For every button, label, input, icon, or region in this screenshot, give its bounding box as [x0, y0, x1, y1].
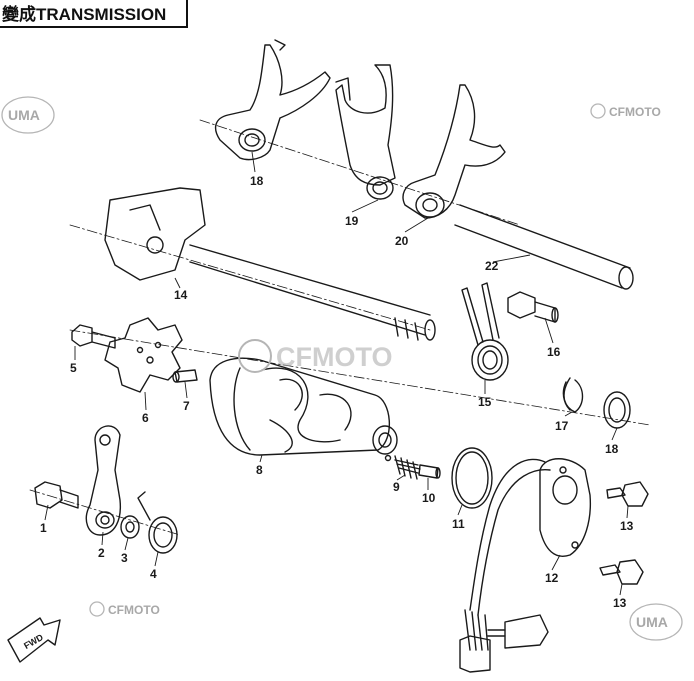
callout-12: 12 [545, 571, 559, 585]
fwd-arrow-icon [7, 617, 61, 663]
bolt-1 [34, 481, 79, 509]
callout-10: 10 [422, 491, 436, 505]
bolt-5 [71, 324, 116, 349]
callout-18: 18 [605, 442, 619, 456]
drum-axis-line [69, 329, 651, 426]
callout-17: 17 [555, 419, 569, 433]
callout-21: 20 [395, 234, 409, 248]
callout-8: 8 [256, 463, 263, 477]
callout-numbers: 18 19 20 22 14 15 16 17 18 5 6 7 8 9 10 … [40, 174, 634, 610]
o-ring-11 [451, 447, 493, 509]
torsion-spring-4 [137, 491, 178, 554]
callout-3: 3 [121, 551, 128, 565]
callout-7: 7 [183, 399, 190, 413]
callout-6: 6 [142, 411, 149, 425]
cfmoto-bottom-logo-icon [89, 601, 105, 617]
callout-4: 4 [150, 567, 157, 581]
gear-position-sensor-12 [459, 458, 592, 673]
shift-fork-20 [335, 64, 396, 200]
cfmoto-top-logo-icon [590, 103, 606, 119]
fork-shaft-22 [454, 204, 634, 290]
callout-14: 14 [174, 288, 188, 302]
callout-1: 1 [40, 521, 47, 535]
callout-13a: 13 [620, 519, 634, 533]
star-plate-6 [104, 317, 183, 393]
callout-2: 2 [98, 546, 105, 560]
callout-11: 11 [452, 517, 465, 531]
cfmoto-bottom-text: CFMOTO [108, 603, 160, 617]
callout-15: 15 [478, 395, 492, 409]
page-title: 變成TRANSMISSION [2, 5, 167, 24]
washer-3 [120, 515, 140, 539]
return-spring-15 [461, 282, 509, 381]
sensor-bolt-13b [599, 559, 644, 585]
cfmoto-top-text: CFMOTO [609, 105, 661, 119]
leader-lines [44, 151, 629, 596]
cfmoto-center-text: CFMOTO [276, 342, 393, 372]
callout-20: 19 [345, 214, 359, 228]
callout-9: 9 [393, 480, 400, 494]
callout-19: 18 [250, 174, 264, 188]
shaft-axis-line [69, 224, 431, 331]
shift-drum-8 [209, 357, 398, 462]
shift-fork-21 [402, 84, 506, 219]
detent-pin-10 [418, 464, 441, 479]
uma-left-text: UMA [8, 107, 40, 123]
stopper-arm-2 [85, 425, 122, 536]
callout-13b: 13 [613, 596, 627, 610]
shift-fork-19 [214, 39, 331, 161]
circlip-17 [562, 377, 584, 413]
callout-5: 5 [70, 361, 77, 375]
detent-spring-9 [394, 455, 421, 480]
sensor-bolt-13a [606, 481, 649, 507]
fork-axis-line [199, 119, 521, 226]
callout-22: 22 [485, 259, 499, 273]
watermark-logos [1, 96, 683, 641]
uma-left-logo [1, 96, 55, 134]
dowel-pin-7 [172, 369, 198, 383]
uma-right-text: UMA [636, 614, 668, 630]
callout-16: 16 [547, 345, 561, 359]
uma-right-logo [629, 603, 683, 641]
shift-shaft-14 [104, 187, 436, 341]
washer-18 [603, 391, 631, 429]
cfmoto-center-logo-icon [238, 339, 272, 373]
pivot-bolt-16 [507, 291, 559, 323]
title-box: 變成TRANSMISSION [0, 0, 188, 28]
